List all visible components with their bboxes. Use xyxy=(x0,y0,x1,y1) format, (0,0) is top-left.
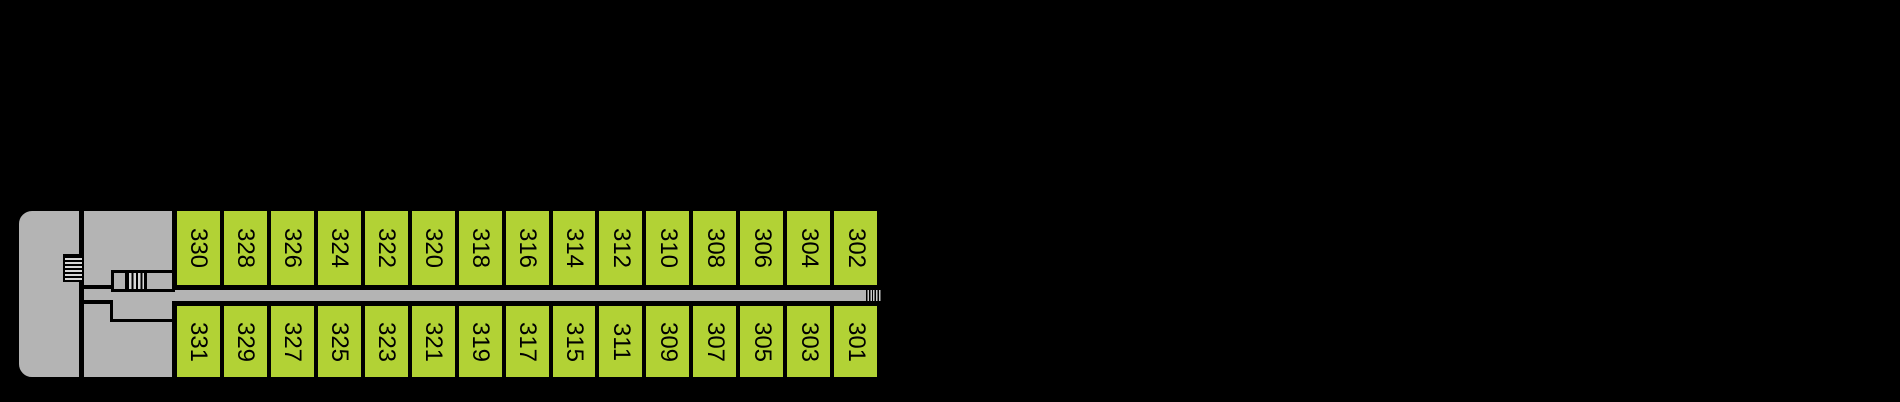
cabin-number-label: 329 xyxy=(232,321,260,362)
cabin-number-label: 309 xyxy=(654,321,682,362)
corridor-wall-top xyxy=(84,285,114,289)
cabin-number-label: 322 xyxy=(373,227,401,269)
cabin-number-label: 311 xyxy=(607,322,635,361)
cabin-302[interactable]: 302 xyxy=(830,211,878,285)
cabin-row-bottom: 331 329 327 325 323 321 319 317 315 311 309 307 305 3… xyxy=(172,301,882,382)
aft-stairs-icon xyxy=(63,254,84,282)
cabin-number-label: 320 xyxy=(420,227,448,269)
cabin-number-label: 328 xyxy=(232,227,260,269)
cabin-number-label: 331 xyxy=(185,321,213,362)
cabin-number-label: 321 xyxy=(420,321,448,362)
cabin-number-label: 330 xyxy=(185,227,213,269)
mid-stairs-icon xyxy=(125,273,147,289)
cabin-310[interactable]: 310 xyxy=(642,211,690,285)
cabin-325[interactable]: 325 xyxy=(313,306,361,377)
cabin-303[interactable]: 303 xyxy=(783,306,831,377)
cabin-314[interactable]: 314 xyxy=(548,211,596,285)
cabin-number-label: 323 xyxy=(373,321,401,362)
cabin-306[interactable]: 306 xyxy=(736,211,784,285)
cabin-number-label: 303 xyxy=(795,321,823,362)
cabin-number-label: 319 xyxy=(467,321,495,362)
cabin-305[interactable]: 305 xyxy=(736,306,784,377)
cabin-318[interactable]: 318 xyxy=(454,211,502,285)
cabin-number-label: 304 xyxy=(795,227,823,269)
cabin-328[interactable]: 328 xyxy=(219,211,267,285)
cabin-number-label: 308 xyxy=(701,227,729,269)
corridor-wall-bottom xyxy=(84,300,113,304)
cabin-number-label: 302 xyxy=(842,227,870,269)
mid-stairwell xyxy=(111,270,175,292)
cabin-330[interactable]: 330 xyxy=(177,211,220,285)
cabin-307[interactable]: 307 xyxy=(689,306,737,377)
cabin-327[interactable]: 327 xyxy=(266,306,314,377)
cabin-304[interactable]: 304 xyxy=(783,211,831,285)
cabin-number-label: 326 xyxy=(279,227,307,269)
cabin-number-label: 307 xyxy=(701,321,729,362)
cabin-row-top: 330 328 326 324 322 320 318 316 314 312 310 308 306 3… xyxy=(172,206,882,290)
aft-lobby-vestibule xyxy=(110,300,172,322)
cabin-329[interactable]: 329 xyxy=(219,306,267,377)
aft-lobby-section xyxy=(79,206,177,382)
cabin-number-label: 324 xyxy=(326,227,354,269)
cabin-315[interactable]: 315 xyxy=(548,306,596,377)
cabin-316[interactable]: 316 xyxy=(501,211,549,285)
cabin-308[interactable]: 308 xyxy=(689,211,737,285)
cabin-number-label: 305 xyxy=(748,321,776,362)
cabin-number-label: 315 xyxy=(560,321,588,362)
cabin-326[interactable]: 326 xyxy=(266,211,314,285)
cabin-number-label: 317 xyxy=(514,321,542,362)
cabin-312[interactable]: 312 xyxy=(595,211,643,285)
cabin-319[interactable]: 319 xyxy=(454,306,502,377)
cabin-number-label: 312 xyxy=(607,227,635,269)
cabin-301[interactable]: 301 xyxy=(830,306,878,377)
cabin-number-label: 325 xyxy=(326,321,354,362)
cabin-309[interactable]: 309 xyxy=(642,306,690,377)
cabin-311[interactable]: 311 xyxy=(595,306,643,377)
cabin-321[interactable]: 321 xyxy=(407,306,455,377)
cabin-323[interactable]: 323 xyxy=(360,306,408,377)
cabin-320[interactable]: 320 xyxy=(407,211,455,285)
cabin-number-label: 306 xyxy=(748,227,776,269)
cabin-number-label: 327 xyxy=(279,321,307,362)
cabin-number-label: 314 xyxy=(560,227,588,269)
cabin-317[interactable]: 317 xyxy=(501,306,549,377)
cabin-324[interactable]: 324 xyxy=(313,211,361,285)
corridor-end-stairs-icon xyxy=(866,290,882,301)
cabin-number-label: 301 xyxy=(842,321,870,362)
cabin-number-label: 310 xyxy=(654,227,682,269)
cabin-number-label: 318 xyxy=(467,227,495,269)
cabin-322[interactable]: 322 xyxy=(360,211,408,285)
stern-section xyxy=(14,206,84,382)
cabin-number-label: 316 xyxy=(514,227,542,269)
cabin-331[interactable]: 331 xyxy=(177,306,220,377)
